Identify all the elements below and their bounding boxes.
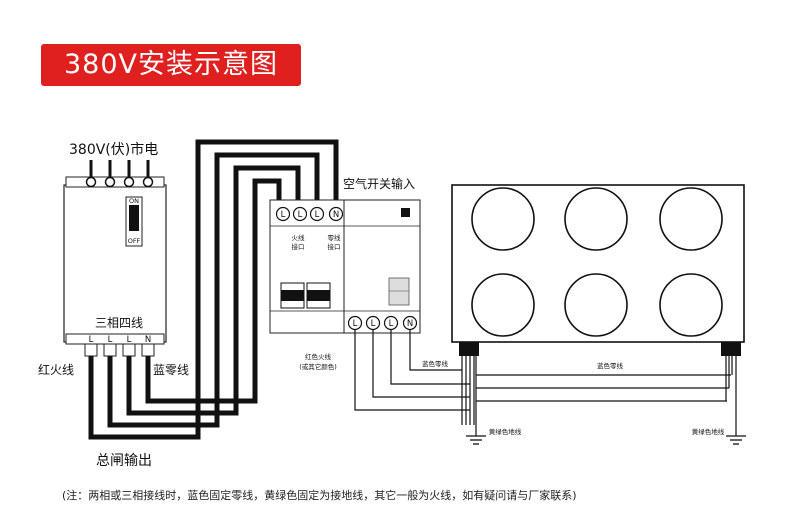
main-switch-top-terminals [85,176,154,188]
svg-text:N: N [333,210,339,220]
svg-text:L: L [127,335,132,345]
svg-text:N: N [145,335,151,345]
ground-right-label: 黄绿色地线 [692,427,725,436]
svg-text:零线: 零线 [328,233,342,242]
footnote: (注：两相或三相接线时，蓝色固定零线，黄绿色固定为接地线，其它一般为火线，如有疑… [62,488,577,502]
svg-text:L: L [298,210,303,220]
main-switch-lever: ON OFF [125,196,143,247]
main-switch-bottom-terminals: L L L N [84,335,155,357]
title-badge: 380V安装示意图 [41,44,301,86]
blue-neutral-left-label: 蓝色零线 [422,359,449,368]
svg-text:L: L [89,335,94,345]
switch-off-label: OFF [128,237,141,245]
svg-text:火线: 火线 [292,233,306,242]
three-phase-label: 三相四线 [95,316,143,330]
red-live-note-line2: (或其它颜色) [299,362,337,371]
air-switch: L L L N 火线 接口 零线 接口 L L L N [269,199,421,334]
main-switch: ON OFF 三相四线 L L L N [63,176,167,357]
breaker-top-terminals: L L L N [275,206,344,222]
svg-text:接口: 接口 [328,242,341,251]
ground-symbol-left [466,435,486,445]
ground-symbol-right [726,435,746,445]
red-live-note-line1: 红色火线 [305,352,332,361]
blue-neutral-right-label: 蓝色零线 [597,361,624,370]
main-output-wires [88,139,339,440]
svg-text:N: N [407,319,413,329]
svg-text:L: L [389,319,394,329]
red-live-label: 红火线 [38,362,74,377]
mains-input-wires [89,160,150,177]
heater-wires [354,330,737,436]
svg-text:L: L [315,210,320,220]
ground-left-label: 黄绿色地线 [489,427,522,436]
svg-text:L: L [108,335,113,345]
svg-text:L: L [371,319,376,329]
heater-panel [451,184,745,356]
svg-text:接口: 接口 [292,242,305,251]
mains-label: 380V(伏)市电 [69,141,158,158]
svg-text:L: L [353,319,358,329]
breaker-bottom-terminals: L L L N [347,315,418,331]
blue-neutral-label: 蓝零线 [153,363,189,377]
main-output-label: 总闸输出 [96,453,152,469]
breaker-handles [280,277,410,309]
switch-on-label: ON [129,197,139,205]
air-switch-input-label: 空气开关输入 [343,176,415,191]
svg-text:L: L [281,210,286,220]
